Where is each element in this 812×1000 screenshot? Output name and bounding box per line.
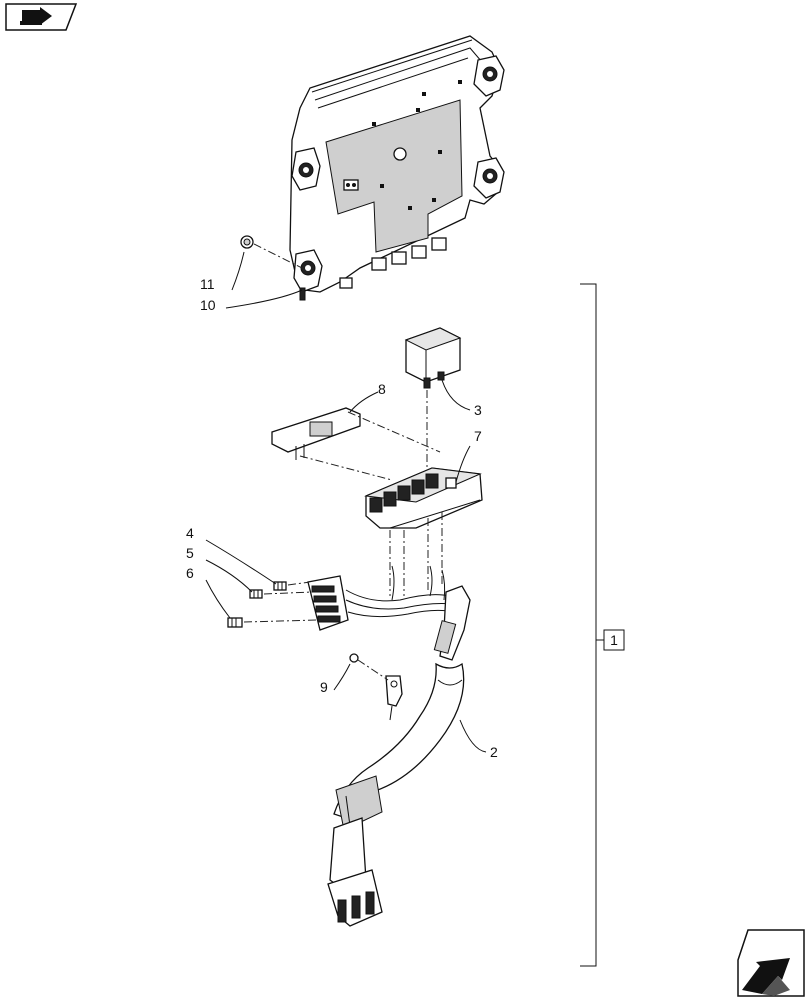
book-arrow-icon[interactable] [5,3,78,31]
label-1: 1 [610,632,618,648]
assembly-bracket [580,283,597,967]
label-8: 8 [378,381,386,397]
label-2: 2 [490,744,498,760]
part-3-relay [404,327,462,389]
part-2-wire-harness [327,565,471,927]
part-8-bracket [271,407,361,460]
part-9-ring-terminal [349,653,403,721]
controller-housing [289,35,505,301]
label-11: 11 [200,276,215,292]
label-6: 6 [186,565,194,581]
part-1-label-box [603,629,625,651]
part-6-terminal [227,617,243,628]
label-7: 7 [474,428,482,444]
label-5: 5 [186,545,194,561]
part-4-terminal [273,581,287,591]
part-7-fuse-box [364,467,483,529]
label-9: 9 [320,679,328,695]
label-3: 3 [474,402,482,418]
next-page-arrow-icon[interactable] [737,929,805,997]
part-5-terminal [249,589,263,599]
label-4: 4 [186,525,194,541]
label-10: 10 [200,297,216,313]
part-11-nut [240,235,254,249]
harness-connector-block [307,575,349,631]
